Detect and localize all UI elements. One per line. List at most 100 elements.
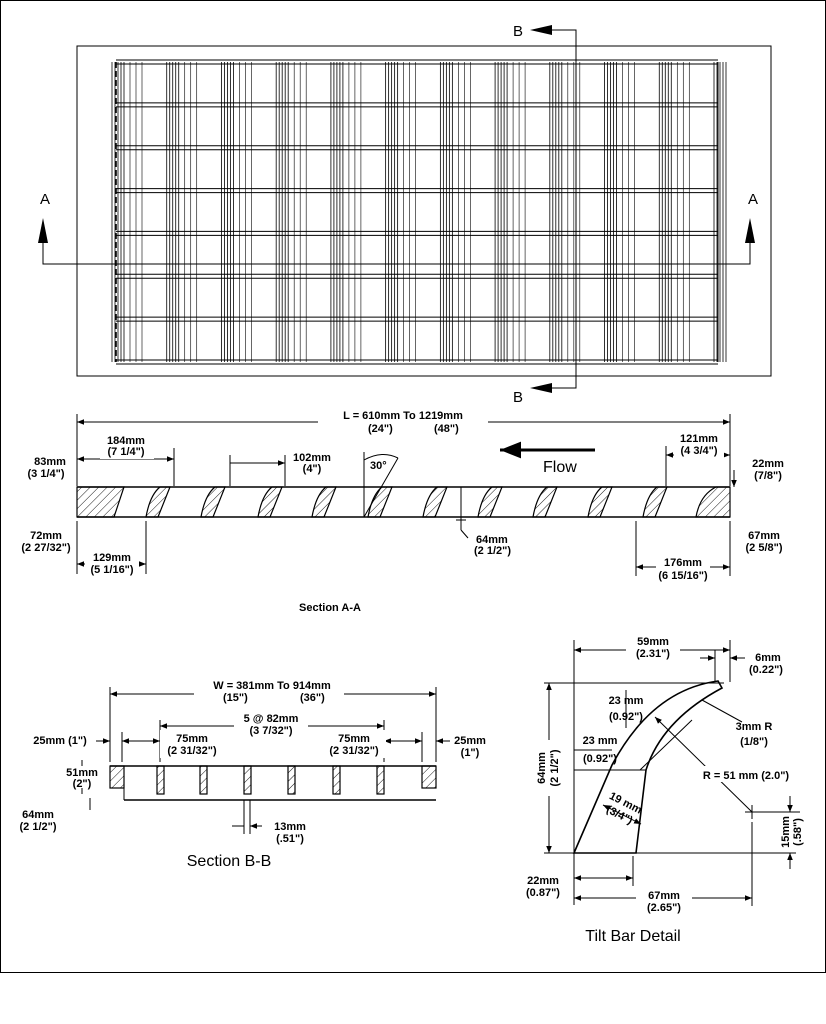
dim-6-in: (0.22") — [749, 664, 783, 676]
section-b-marker-top: B — [513, 23, 523, 40]
dim-6: 6mm — [755, 652, 781, 664]
side-block-right — [421, 765, 437, 789]
cross-bar — [332, 765, 341, 795]
dim-51: 51mm — [66, 767, 98, 779]
dim-13-in: (.51") — [276, 833, 304, 845]
dim-64-b-in: (2 1/2") — [19, 821, 56, 833]
dim-64-b: 64mm — [22, 809, 54, 821]
dim-13: 13mm — [274, 821, 306, 833]
tilt-bar — [477, 486, 503, 518]
dim-23-lower: 23 mm — [583, 735, 618, 747]
end-block-right — [695, 486, 731, 518]
section-a-marker-right: A — [748, 191, 758, 208]
dim-72: 72mm — [30, 530, 62, 542]
tilt-bar — [145, 486, 171, 518]
section-b-marker-bottom: B — [513, 389, 523, 406]
side-block-left — [109, 765, 125, 789]
dim-67: 67mm — [748, 530, 780, 542]
section-b-title: Section B-B — [187, 853, 271, 870]
dim-64-in: (2 1/2") — [474, 545, 511, 557]
tilt-bar — [257, 486, 283, 518]
dim-3r-in: (1/8") — [740, 736, 768, 748]
length-dim-in-1: (24") — [368, 423, 393, 435]
dim-25-right-in: (1") — [461, 747, 480, 759]
dim-67-in: (2 5/8") — [745, 542, 782, 554]
dim-64-t-in: (2 1/2") — [549, 749, 561, 786]
dim-121-in: (4 3/4") — [680, 445, 717, 457]
dim-25-left: 25mm (1") — [33, 735, 87, 747]
section-a-cut-line: A A — [38, 191, 758, 265]
width-dim-in-2: (36") — [300, 692, 325, 704]
plan-view: A A B B — [38, 23, 772, 406]
width-dim-in-1: (15") — [223, 692, 248, 704]
width-dim-mm: W = 381mm To 914mm — [213, 680, 331, 692]
tilt-bar — [587, 486, 613, 518]
dim-184: 184mm — [107, 435, 145, 447]
flow-label: Flow — [543, 459, 577, 476]
grating-grid — [111, 59, 727, 365]
dim-59-in: (2.31") — [636, 648, 670, 660]
section-b-b: W = 381mm To 914mm (15") (36") 5 @ 82mm … — [19, 677, 486, 870]
dim-67-t: 67mm — [648, 890, 680, 902]
dim-83-in: (3 1/4") — [27, 468, 64, 480]
dim-83: 83mm — [34, 456, 66, 468]
spacing-dim-in: (3 7/32") — [249, 725, 292, 737]
dim-102-in: (4") — [303, 463, 322, 475]
dim-129-in: (5 1/16") — [90, 564, 133, 576]
dim-67-t-in: (2.65") — [647, 902, 681, 914]
dim-51-in: (2") — [73, 778, 92, 790]
dim-23-upper: 23 mm — [609, 695, 644, 707]
dim-3r: 3mm R — [736, 721, 773, 733]
radius-dim: R = 51 mm (2.0") — [703, 770, 790, 782]
cross-bar — [156, 765, 165, 795]
dim-102: 102mm — [293, 452, 331, 464]
dim-23-lower-in: (0.92") — [583, 753, 617, 765]
dim-22-t-in: (0.87") — [526, 887, 560, 899]
tilt-bar-profile — [572, 680, 724, 854]
dim-59: 59mm — [637, 636, 669, 648]
dim-22-in: (7/8") — [754, 470, 782, 482]
tilt-bar — [311, 486, 337, 518]
tilt-bars — [145, 486, 668, 518]
end-block-left — [76, 486, 125, 518]
dim-176: 176mm — [664, 557, 702, 569]
dim-72-in: (2 27/32") — [21, 542, 71, 554]
tilt-bar-detail: 59mm (2.31") 6mm (0.22") 64mm (2 1/2") 2… — [526, 636, 806, 945]
dim-176-in: (6 15/16") — [658, 570, 708, 582]
dim-75-left-in: (2 31/32") — [167, 745, 217, 757]
length-dim-mm: L = 610mm To 1219mm — [343, 410, 463, 422]
section-a-title: Section A-A — [299, 602, 361, 614]
dim-75-right: 75mm — [338, 733, 370, 745]
dim-25-right: 25mm — [454, 735, 486, 747]
plan-frame — [76, 45, 772, 377]
dim-15-in: (.58") — [792, 818, 804, 846]
tilt-bar — [532, 486, 558, 518]
cross-bar — [287, 765, 296, 795]
section-a-marker-left: A — [40, 191, 50, 208]
dim-22-t: 22mm — [527, 875, 559, 887]
dim-15: 15mm — [780, 816, 792, 848]
angle-30: 30° — [370, 460, 387, 472]
dim-75-left: 75mm — [176, 733, 208, 745]
tilt-bar — [642, 486, 668, 518]
tilt-bar — [200, 486, 226, 518]
cross-bar — [376, 765, 385, 795]
dim-23-upper-in: (0.92") — [609, 711, 643, 723]
tilt-bar — [422, 486, 448, 518]
tilt-bar — [367, 486, 393, 518]
cross-bar — [199, 765, 208, 795]
dim-64: 64mm — [476, 534, 508, 546]
tilt-bar-title: Tilt Bar Detail — [585, 928, 680, 945]
length-dim-in-2: (48") — [434, 423, 459, 435]
section-a-a: L = 610mm To 1219mm (24") (48") 184mm (7… — [21, 406, 784, 614]
dim-184-in: (7 1/4") — [107, 446, 144, 458]
dim-129: 129mm — [93, 552, 131, 564]
dim-64-t: 64mm — [536, 752, 548, 784]
spacing-dim: 5 @ 82mm — [244, 713, 299, 725]
dim-75-right-in: (2 31/32") — [329, 745, 379, 757]
cross-bar — [243, 765, 252, 795]
dim-22: 22mm — [752, 458, 784, 470]
cross-section-bars — [156, 765, 385, 795]
section-b-cut-line: B B — [513, 23, 577, 406]
